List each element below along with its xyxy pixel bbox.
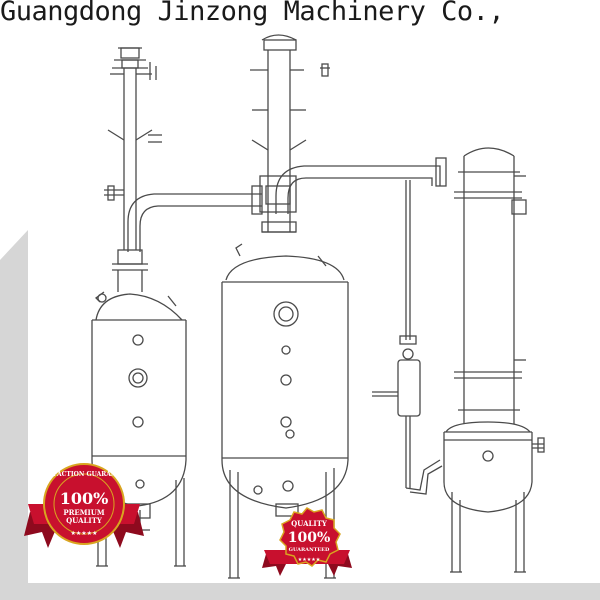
badge-line1: PREMIUM bbox=[63, 508, 105, 517]
left-column bbox=[104, 47, 162, 292]
badge-line2: QUALITY bbox=[66, 516, 103, 525]
badge-100-text: 100% bbox=[288, 530, 331, 546]
badge-stars: ★★★★★ bbox=[71, 530, 98, 537]
badge-guaranteed-text: GUARANTEED bbox=[289, 547, 330, 553]
left-pipe bbox=[127, 185, 263, 252]
middle-column bbox=[250, 34, 330, 233]
badge-stars-right: ★★★★★ bbox=[298, 557, 321, 563]
premium-quality-badge: SATISFACTION GUARANTEED 100% PREMIUM QUA… bbox=[24, 463, 144, 548]
right-vessel bbox=[443, 421, 545, 573]
quality-guaranteed-badge: QUALITY 100% GUARANTEED ★★★★★ bbox=[262, 507, 352, 576]
condensate-line bbox=[372, 180, 443, 495]
company-watermark: Guangdong Jinzong Machinery Co., bbox=[0, 0, 505, 27]
badge-big-text: 100% bbox=[60, 489, 109, 508]
badge-arc-text: SATISFACTION GUARANTEED bbox=[33, 471, 135, 478]
right-column bbox=[454, 147, 527, 424]
middle-pipe bbox=[275, 157, 447, 214]
badge-quality-text: QUALITY bbox=[291, 519, 328, 528]
